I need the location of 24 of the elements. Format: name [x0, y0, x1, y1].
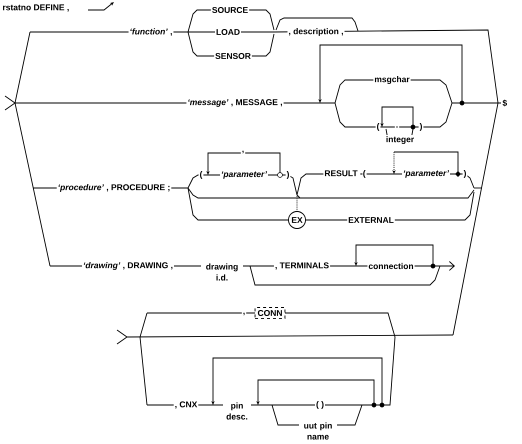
statement-heading: rstatno DEFINE , — [1, 3, 70, 13]
syntax-text: ‘message’ , MESSAGE , — [186, 98, 284, 108]
syntax-text: pin desc. — [223, 401, 251, 421]
syntax-text: , description , — [287, 27, 345, 37]
keyword: LOAD — [215, 28, 241, 36]
syntax-text: , CNX — [174, 400, 198, 410]
syntax-text: ‘drawing’ , DRAWING , — [82, 261, 174, 271]
syntax-text: drawing i.d. — [201, 262, 243, 282]
syntax-text: ‘function’ , — [128, 27, 174, 37]
syntax-text: connection — [367, 262, 415, 270]
circled-keyword: EX — [288, 211, 306, 229]
keyword: EXTERNAL — [347, 216, 395, 224]
syntax-text: integer — [384, 135, 416, 145]
syntax-text: ‘parameter’ — [402, 169, 450, 179]
syntax-text: msgchar — [373, 75, 411, 85]
syntax-text: ‘parameter’ — [220, 170, 268, 180]
syntax-text: RESULT -( — [323, 169, 367, 179]
dashed-keyword-box: CONN — [254, 307, 286, 319]
syntax-text: , TERMINALS — [274, 261, 330, 271]
keyword: SOURCE — [210, 6, 250, 14]
keyword: SENSOR — [214, 52, 252, 60]
syntax-text: ‘procedure’ , PROCEDURE ; — [56, 183, 172, 193]
syntax-text: uut pin name — [299, 421, 337, 441]
end-symbol: $ — [501, 98, 508, 108]
